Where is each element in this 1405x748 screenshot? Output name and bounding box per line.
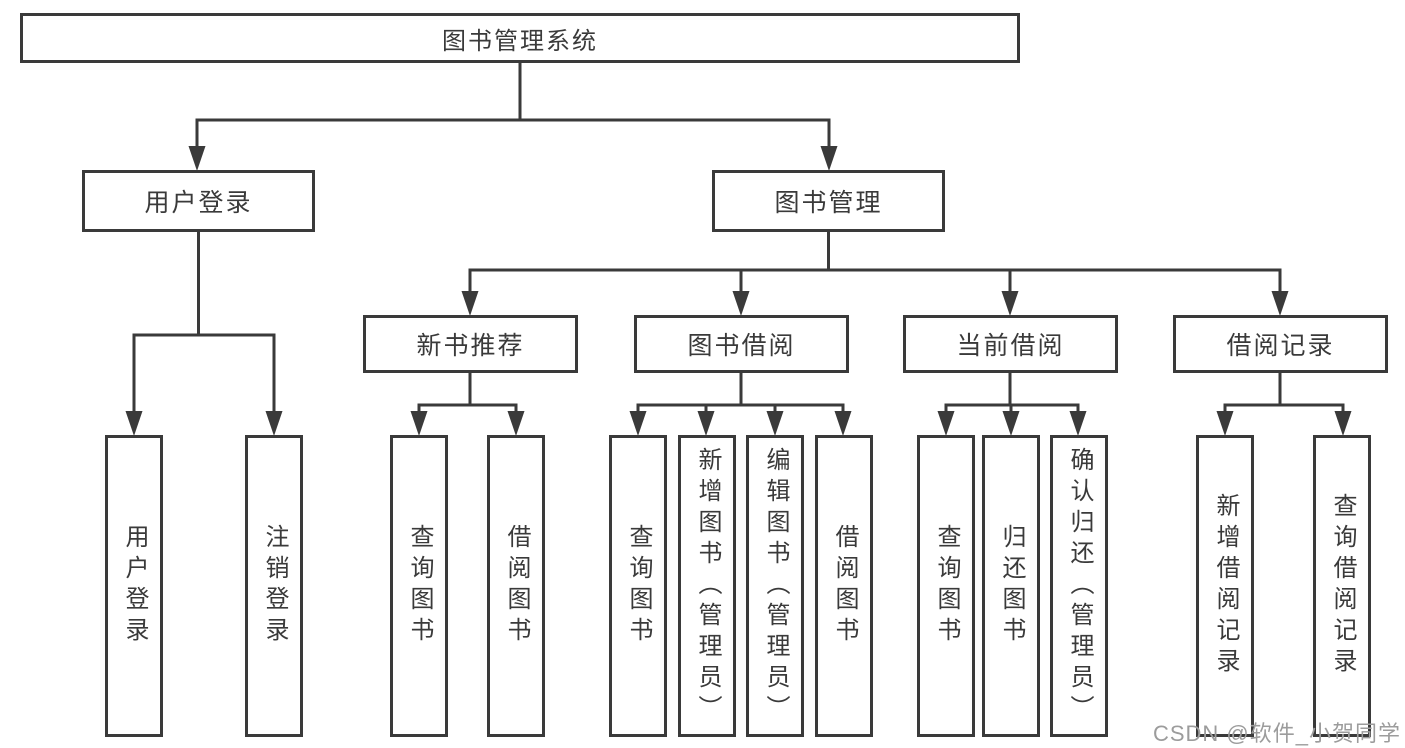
node-book-borrow: 图书借阅 bbox=[634, 315, 849, 373]
csdn-watermark: CSDN @软件_小贺同学 bbox=[1152, 721, 1401, 746]
leaf-borrow-books-recommend: 借阅图书 bbox=[487, 435, 545, 737]
node-label: 图书管理 bbox=[774, 189, 883, 217]
edge-currentborrow-to-leaves bbox=[944, 373, 1080, 412]
edge-borrowrecord-to-leaves bbox=[1223, 373, 1345, 412]
node-label: 当前借阅 bbox=[956, 332, 1065, 360]
leaf-query-borrow-record: 查询借阅记录 bbox=[1313, 435, 1371, 737]
node-book-management: 图书管理 bbox=[712, 170, 945, 232]
leaf-user-login: 用户登录 bbox=[105, 435, 163, 737]
node-label: 用户登录 bbox=[144, 189, 253, 217]
node-label: 归还图书 bbox=[998, 524, 1025, 648]
node-user-login: 用户登录 bbox=[82, 170, 315, 232]
node-label: 图书借阅 bbox=[687, 332, 796, 360]
node-label: 用户登录 bbox=[121, 524, 148, 648]
node-label: 新增借阅记录 bbox=[1212, 493, 1239, 679]
node-label: 图书管理系统 bbox=[442, 27, 598, 55]
node-label: 新增图书（管理员） bbox=[694, 446, 721, 726]
leaf-return-books: 归还图书 bbox=[982, 435, 1040, 737]
edge-bookborrow-to-leaves bbox=[636, 373, 845, 412]
edge-bookmgmt-to-level3 bbox=[468, 232, 1282, 292]
node-label: 查询图书 bbox=[625, 524, 652, 648]
leaf-query-books-current: 查询图书 bbox=[917, 435, 975, 737]
node-new-book-recommend: 新书推荐 bbox=[363, 315, 578, 373]
node-borrow-record: 借阅记录 bbox=[1173, 315, 1388, 373]
edge-userlogin-to-leaves bbox=[132, 232, 276, 412]
node-root-system: 图书管理系统 bbox=[20, 13, 1020, 63]
node-label: 借阅图书 bbox=[831, 524, 858, 648]
node-label: 注销登录 bbox=[261, 524, 288, 648]
leaf-edit-books-admin: 编辑图书（管理员） bbox=[746, 435, 804, 737]
leaf-borrow-books-borrow: 借阅图书 bbox=[815, 435, 873, 737]
node-label: 借阅记录 bbox=[1226, 332, 1335, 360]
leaf-add-books-admin: 新增图书（管理员） bbox=[678, 435, 736, 737]
node-label: 查询图书 bbox=[933, 524, 960, 648]
node-label: 借阅图书 bbox=[503, 524, 530, 648]
node-label: 查询借阅记录 bbox=[1329, 493, 1356, 679]
node-label: 查询图书 bbox=[406, 524, 433, 648]
node-label: 编辑图书（管理员） bbox=[762, 446, 789, 726]
node-current-borrow: 当前借阅 bbox=[903, 315, 1118, 373]
leaf-add-borrow-record: 新增借阅记录 bbox=[1196, 435, 1254, 737]
leaf-logout: 注销登录 bbox=[245, 435, 303, 737]
leaf-query-books-recommend: 查询图书 bbox=[390, 435, 448, 737]
leaf-query-books-borrow: 查询图书 bbox=[609, 435, 667, 737]
edge-newbook-to-leaves bbox=[417, 373, 518, 412]
node-label: 新书推荐 bbox=[416, 332, 525, 360]
edge-root-to-level2 bbox=[195, 63, 831, 150]
leaf-confirm-return-admin: 确认归还（管理员） bbox=[1050, 435, 1108, 737]
node-label: 确认归还（管理员） bbox=[1066, 446, 1093, 726]
